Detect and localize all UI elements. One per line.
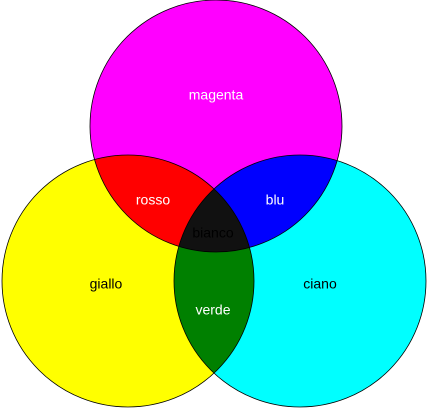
green-label: verde: [195, 302, 230, 318]
cyan-label: ciano: [303, 276, 337, 292]
magenta-outline: [89, 0, 343, 253]
cyan-outline: [173, 154, 427, 408]
blue-label: blu: [266, 192, 285, 208]
red-label: rosso: [136, 192, 170, 208]
center-label: bianco: [192, 225, 233, 241]
yellow-label: giallo: [90, 276, 123, 292]
yellow-outline: [1, 154, 255, 408]
magenta-label: magenta: [189, 87, 244, 103]
